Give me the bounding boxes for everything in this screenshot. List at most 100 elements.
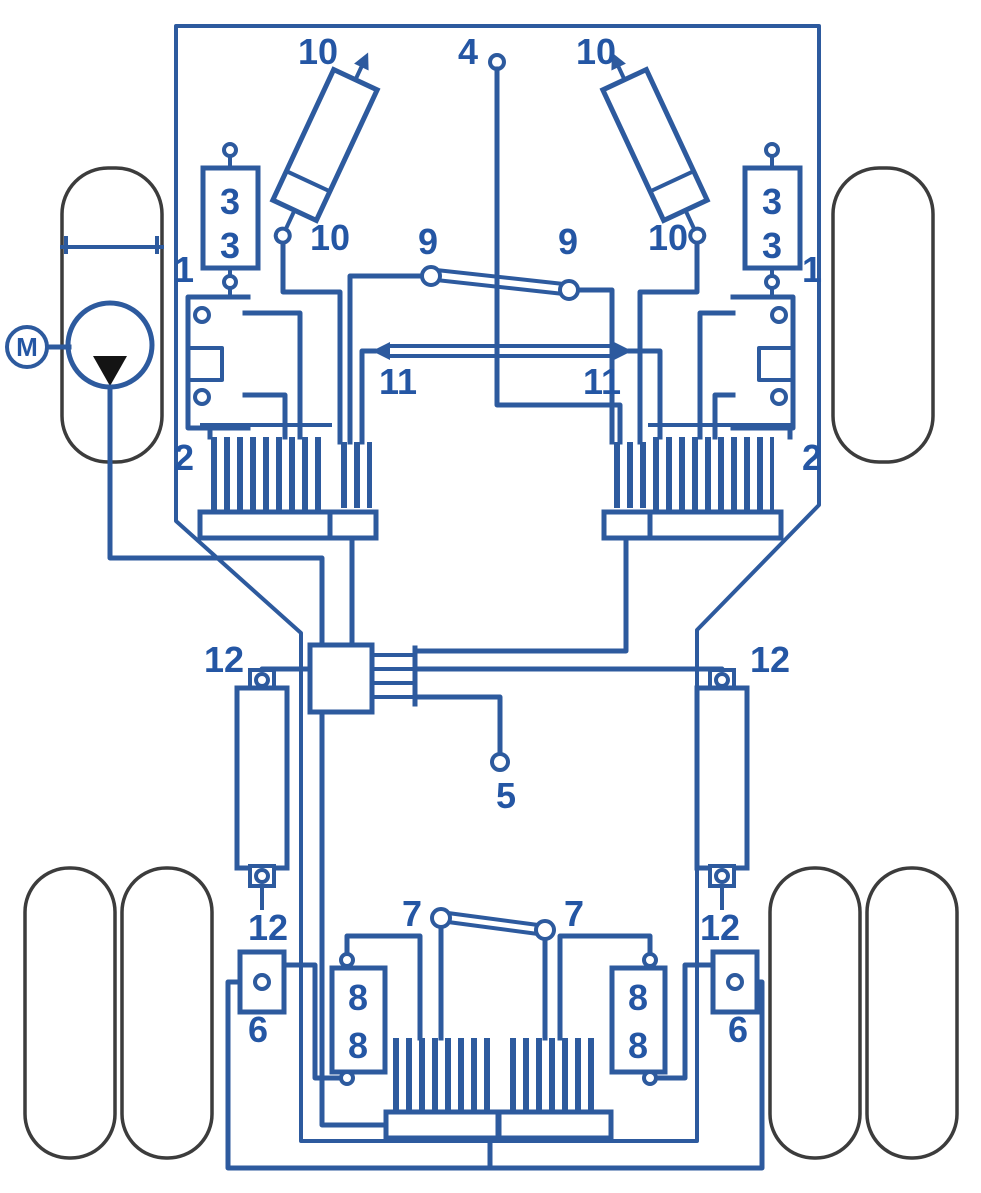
manifold-plate-small [327, 509, 379, 541]
port-node [726, 973, 744, 991]
label-1-left: 1 [174, 249, 194, 290]
port-node [222, 142, 238, 158]
link-bar [433, 267, 567, 287]
valve-6-right [710, 949, 760, 1015]
bolt-node [770, 388, 788, 406]
rear-manifold-left [383, 1038, 501, 1141]
pipe-right-bracket-top [697, 310, 736, 440]
tip-arrow [611, 52, 626, 71]
manifold-plate [383, 1109, 501, 1141]
label-12-bottom-right: 12 [700, 907, 740, 948]
valve-fins [505, 1038, 601, 1112]
front-leveling-linkage [347, 265, 615, 445]
bracket-right [730, 294, 796, 431]
rod [682, 207, 697, 232]
front-manifold-left [197, 437, 379, 541]
rear-left-inner-wheel [120, 866, 214, 1160]
accumulator-right [599, 52, 711, 245]
label-3-right-b: 3 [762, 225, 782, 266]
valve-fins [652, 437, 774, 512]
link-bar [433, 277, 567, 297]
center-pipe [494, 66, 623, 445]
label-1-right: 1 [802, 249, 822, 290]
sensor-block-right [742, 142, 803, 299]
manifold-plate-small [601, 509, 653, 541]
valve-fins [392, 1038, 492, 1112]
mount-node [254, 868, 270, 884]
manifold-plate [645, 509, 784, 541]
pipe-right-accumulator [637, 240, 700, 445]
piston-line [283, 168, 333, 195]
sensor-block-left [200, 142, 261, 299]
rear-leveling-linkage [430, 907, 556, 1041]
mount-node [714, 672, 730, 688]
label-8-right-b: 8 [628, 1025, 648, 1066]
link-bar [445, 919, 541, 937]
cylinder-body [599, 66, 711, 224]
label-10-mid-left: 10 [310, 217, 350, 258]
rear-manifold-right [496, 1038, 614, 1141]
link-end-node [430, 907, 452, 929]
bar-pipe-right [627, 348, 663, 440]
valve-fins-small [334, 442, 372, 508]
cylinder-body [234, 685, 290, 871]
mount-node [254, 672, 270, 688]
link-bar [445, 910, 541, 928]
label-4: 4 [458, 31, 478, 72]
motor-icon [5, 325, 49, 369]
bar-arrow-right [614, 342, 632, 360]
lift-cylinder-left [234, 668, 290, 910]
bolt-node [193, 388, 211, 406]
valve-fins [206, 437, 328, 512]
label-3-left-a: 3 [220, 181, 240, 222]
cylinder-body [269, 66, 381, 224]
piston-line [647, 168, 697, 195]
port-node [642, 1070, 658, 1086]
label-3-right-a: 3 [762, 181, 782, 222]
label-9-left: 9 [418, 221, 438, 262]
port-node [764, 142, 780, 158]
valve-fins-small [608, 442, 646, 508]
pipe-right-bracket-bottom [712, 392, 736, 440]
label-6-right: 6 [728, 1009, 748, 1050]
bracket-notch [186, 346, 224, 382]
bar-pipe-left [359, 348, 377, 445]
label-10-top-left: 10 [298, 31, 338, 72]
rear-left-outer-wheel [23, 866, 117, 1160]
sensor-pipe [557, 933, 653, 1041]
label-6-left: 6 [248, 1009, 268, 1050]
label-10-top-right: 10 [576, 31, 616, 72]
bar-arrow-left [372, 342, 390, 360]
motor-label: M [16, 332, 38, 362]
label-10-mid-right: 10 [648, 217, 688, 258]
sensor-box [609, 965, 668, 1075]
stabilizer-bar [359, 342, 663, 445]
front-right-wheel [831, 166, 935, 464]
labels: 10 4 10 3 3 3 3 1 1 10 10 9 9 11 11 2 2 … [174, 31, 822, 1066]
bracket-outline [185, 294, 251, 431]
test-point-5 [490, 752, 510, 772]
pipe-to-test-point-5 [412, 694, 503, 757]
block-body [307, 642, 375, 715]
pump-supply-pipe [107, 384, 325, 648]
bracket-outline [730, 294, 796, 431]
rear-sensor-left [329, 933, 423, 1086]
label-8-left-b: 8 [348, 1025, 368, 1066]
manifold-plate [197, 509, 336, 541]
link-end-node [534, 919, 556, 941]
bracket-left [185, 294, 251, 431]
test-point-4 [488, 53, 623, 445]
bolt-node [193, 306, 211, 324]
rear-sensor-right [557, 933, 668, 1086]
link-end-node [420, 265, 442, 287]
label-7-left: 7 [402, 893, 422, 934]
pipe-right-inner [653, 962, 716, 1081]
pipe-left-inner [281, 962, 342, 1081]
pipe-left-bracket-top [242, 310, 303, 440]
sensor-pipe [344, 933, 423, 1041]
tip-arrow [354, 52, 369, 71]
port-node [339, 1070, 355, 1086]
port-node [339, 952, 355, 968]
